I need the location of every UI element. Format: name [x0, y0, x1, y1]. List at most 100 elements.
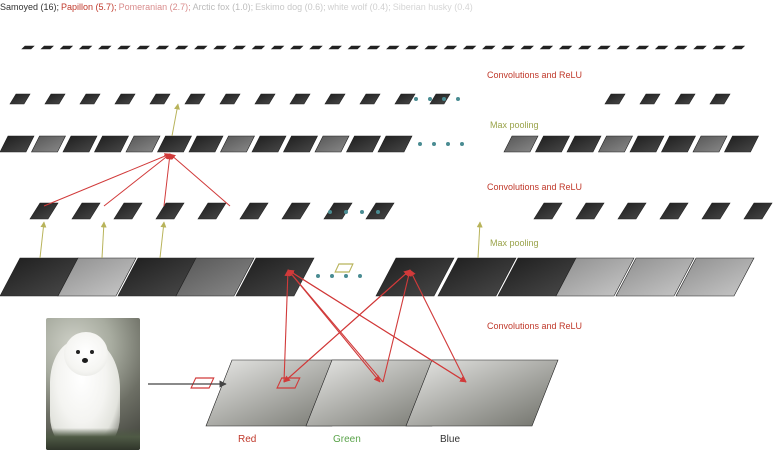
ellipsis-dot: [360, 210, 364, 214]
dog-eye-right: [90, 350, 94, 354]
top-feature-dash: [290, 45, 304, 50]
feature-map-small: [254, 93, 276, 105]
pooled-map-strip: [566, 135, 602, 153]
pool-arrow: [159, 221, 167, 259]
feature-map-small: [184, 93, 206, 105]
feature-map-small: [394, 93, 416, 105]
conv-arrow: [163, 153, 173, 207]
top-feature-dash: [405, 45, 419, 50]
pool-arrow: [39, 221, 47, 259]
feature-map-small: [639, 93, 661, 105]
top-feature-dash: [386, 45, 400, 50]
ellipsis-dot: [328, 210, 332, 214]
pooling-window-box: [334, 263, 354, 273]
receptive-field-box: [276, 377, 301, 389]
feature-map-large: [175, 257, 255, 297]
feature-map-large: [555, 257, 635, 297]
ellipsis-dot: [344, 210, 348, 214]
feature-map-mid: [113, 202, 143, 220]
top-feature-dash: [654, 45, 669, 50]
feature-map-large: [235, 257, 315, 297]
pooled-map-strip: [503, 135, 539, 153]
channel-blue: [405, 359, 559, 427]
feature-map-small: [709, 93, 731, 105]
dog-eye-left: [76, 350, 80, 354]
channel-label-green: Green: [333, 434, 361, 445]
top-feature-dash: [558, 45, 573, 50]
top-feature-dash: [117, 45, 131, 50]
pooled-map-strip: [314, 135, 350, 153]
feature-map-small: [289, 93, 311, 105]
conv-arrow: [382, 269, 412, 383]
pooled-map-strip: [0, 135, 35, 153]
top-feature-dash: [174, 45, 189, 50]
top-feature-dash: [194, 45, 208, 50]
receptive-field-box: [190, 377, 215, 389]
pooled-map-strip: [157, 135, 192, 153]
pooled-map-strip: [598, 135, 633, 153]
conv-arrow: [409, 269, 467, 383]
pooled-map-strip: [188, 135, 224, 153]
ellipsis-dot: [428, 97, 432, 101]
top-feature-dash: [520, 45, 534, 50]
top-feature-dash: [443, 45, 458, 50]
conv-arrow: [283, 269, 292, 383]
pooled-map-strip: [629, 135, 665, 153]
legend-item: Pomeranian (2.7);: [118, 2, 191, 12]
pooled-map-strip: [31, 135, 66, 153]
top-feature-dash: [232, 45, 246, 50]
top-feature-dash: [693, 45, 707, 50]
feature-map-mid: [701, 202, 731, 220]
feature-map-small: [604, 93, 626, 105]
ellipsis-dot: [418, 142, 422, 146]
feature-map-mid: [281, 202, 311, 220]
top-feature-dash: [155, 45, 170, 50]
pooled-map-strip: [377, 135, 413, 153]
feature-map-small: [674, 93, 696, 105]
legend-item: Arctic fox (1.0);: [192, 2, 254, 12]
feature-map-mid: [155, 202, 185, 220]
top-feature-dash: [674, 45, 688, 50]
label-max-pooling-mid: Max pooling: [490, 238, 539, 248]
feature-map-small: [44, 93, 66, 105]
ellipsis-dot: [344, 274, 348, 278]
conv-arrow: [287, 269, 381, 383]
top-feature-dash: [347, 45, 362, 50]
legend-item: Eskimo dog (0.6);: [255, 2, 326, 12]
ellipsis-dot: [460, 142, 464, 146]
top-feature-dash: [578, 45, 592, 50]
feature-map-mid: [197, 202, 227, 220]
label-max-pooling-top: Max pooling: [490, 120, 539, 130]
top-feature-dash: [501, 45, 515, 50]
ellipsis-dot: [442, 97, 446, 101]
pool-arrow: [476, 221, 483, 259]
conv-arrow: [287, 269, 467, 383]
feature-map-mid: [365, 202, 395, 220]
top-feature-dash: [616, 45, 630, 50]
pooled-map-strip: [724, 135, 759, 153]
top-feature-dash: [136, 45, 150, 50]
top-feature-dash: [597, 45, 611, 50]
feature-map-small: [149, 93, 171, 105]
top-feature-dash: [213, 45, 227, 50]
feature-map-mid: [533, 202, 563, 220]
legend-item: Papillon (5.7);: [61, 2, 117, 12]
top-feature-dash: [40, 45, 54, 50]
pooled-map-strip: [535, 135, 570, 153]
pool-arrow: [171, 103, 180, 137]
label-convolutions-top: Convolutions and ReLU: [487, 70, 583, 80]
top-feature-dash: [462, 45, 477, 50]
feature-map-small: [9, 93, 31, 105]
conv-arrow: [169, 153, 231, 207]
feature-map-small: [359, 93, 381, 105]
pooled-map-strip: [692, 135, 728, 153]
top-feature-dash: [482, 45, 496, 50]
feature-map-large: [675, 257, 755, 297]
conv-arrow: [283, 269, 411, 383]
top-feature-dash: [309, 45, 323, 50]
legend-item: Samoyed (16);: [0, 2, 60, 12]
ellipsis-dot: [330, 274, 334, 278]
top-feature-dash: [635, 45, 650, 50]
label-convolutions-mid: Convolutions and ReLU: [487, 182, 583, 192]
